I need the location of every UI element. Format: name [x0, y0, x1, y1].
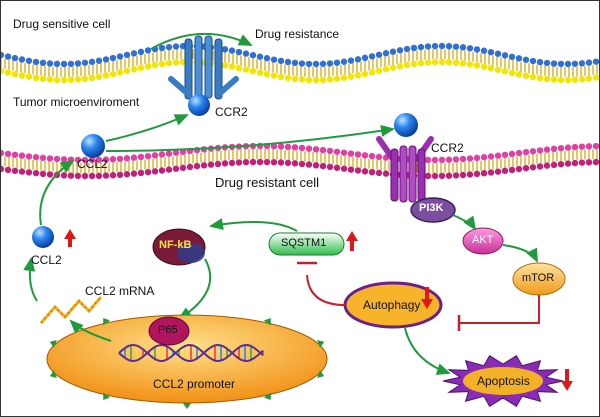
- pi3k-node: [410, 197, 456, 223]
- drug-resistant-cell-label: Drug resistant cell: [215, 175, 320, 190]
- ccr2-top-label: CCR2: [215, 105, 248, 119]
- autophagy-label: Autophagy: [363, 298, 421, 312]
- apoptosis-label: Apoptosis: [477, 374, 530, 388]
- nfkb-node: [152, 228, 206, 266]
- inhibit-autophagy-to-sqstm1: [306, 274, 346, 306]
- akt-label: AKT: [472, 234, 494, 246]
- arrow-akt-to-mtor: [502, 244, 538, 263]
- drug-resistance-label: Drug resistance: [255, 27, 340, 41]
- arrow-ccl2-secretion: [39, 159, 75, 226]
- sqstm1-label: SQSTM1: [281, 237, 327, 249]
- ccr2-receptor-top: [168, 35, 239, 100]
- ccr2-right-label: CCR2: [431, 141, 464, 155]
- dna-helix: [118, 343, 264, 363]
- drug-sensitive-cell-label: Drug sensitive cell: [13, 17, 111, 31]
- ccr2-receptor-right: [376, 136, 434, 203]
- up-arrow-icon: [346, 231, 358, 251]
- drug-resistance-arrow: [150, 32, 253, 50]
- drug-sensitive-cell-membrane: [1, 42, 599, 84]
- tumor-microenvironment-label: Tumor microenviroment: [13, 95, 140, 109]
- down-arrow-icon: [421, 287, 433, 309]
- arrow-mrna-to-ccl2: [23, 257, 38, 302]
- nfkb-label: NF-kB: [159, 239, 192, 251]
- ccl2-ligand-upper: [81, 134, 105, 158]
- arrow-nucleus-to-mrna: [69, 319, 112, 342]
- arrow-pi3k-to-akt: [452, 214, 477, 231]
- ccl2-ligand-right-bound: [394, 113, 418, 137]
- ccl2-ligand-top-bound: [188, 94, 210, 116]
- ccl2-left-label: CCL2: [31, 253, 62, 267]
- p65-label: P65: [158, 324, 178, 336]
- arrow-autophagy-to-apoptosis: [404, 327, 451, 375]
- p65-node: [148, 316, 190, 346]
- up-arrow-icon: [64, 229, 76, 247]
- down-arrow-icon: [561, 369, 573, 391]
- arrow-ccl2-to-ccr2-top: [105, 114, 189, 142]
- sqstm1-node: [268, 232, 345, 256]
- ccl2-upper-label: CCL2: [77, 157, 108, 171]
- pi3k-label: PI3K: [419, 202, 444, 214]
- arrow-nfkb-to-p65: [177, 258, 212, 321]
- nucleus-export-arrows: [49, 309, 325, 409]
- arrow-ccl2-to-ccr2-right: [105, 124, 395, 152]
- apoptosis-label-bg: [463, 367, 543, 395]
- ccl2-mrna-label: CCL2 mRNA: [85, 284, 155, 298]
- inhibit-mtor-to-autophagy: [459, 295, 540, 324]
- ccl2-ligand-left: [32, 226, 54, 248]
- akt-node: [462, 227, 504, 255]
- arrow-sqstm1-to-nfkb: [209, 218, 298, 232]
- ccl2-promoter-label: CCL2 promoter: [153, 377, 236, 391]
- mtor-label: mTOR: [522, 272, 555, 284]
- ccl2-mrna-strand: [39, 296, 103, 324]
